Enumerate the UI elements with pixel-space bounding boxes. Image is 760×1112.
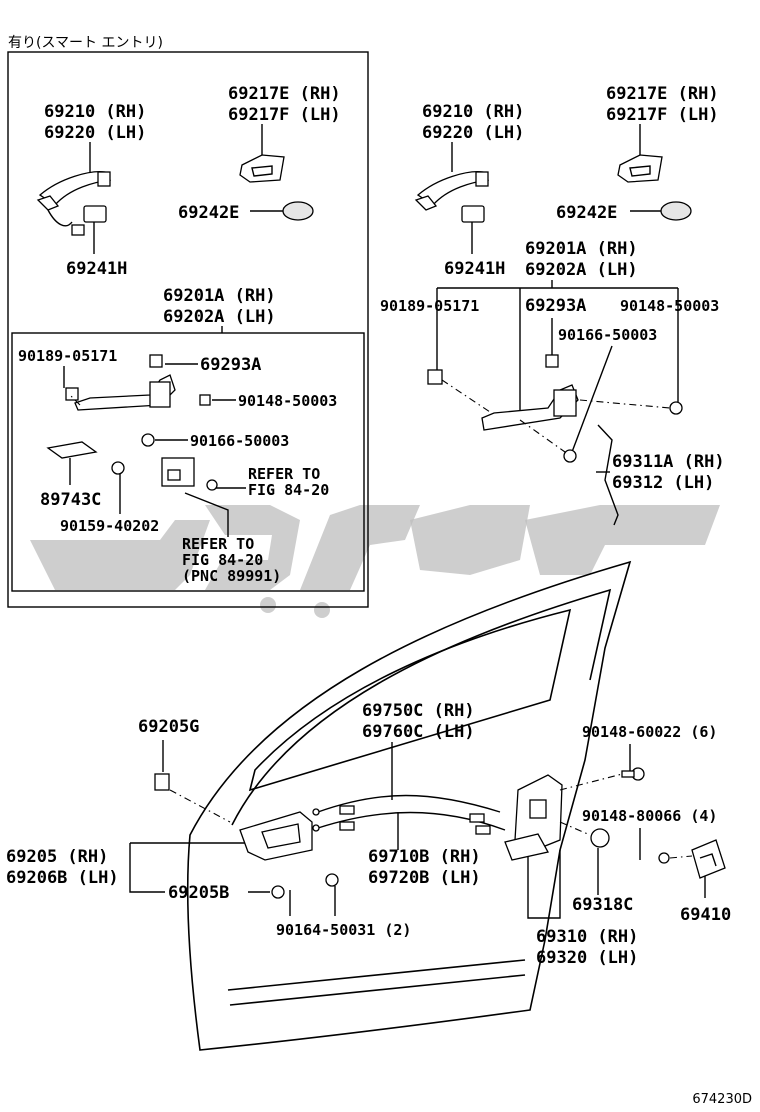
main-gasket-shape xyxy=(461,205,485,223)
inset-pad-shape xyxy=(282,201,314,221)
inset-label-refer1b: FIG 84-20 xyxy=(248,481,329,499)
main-label-frame-lh: 69202A (LH) xyxy=(525,260,638,280)
inset-label-gasket: 69241H xyxy=(66,259,127,279)
main-label-rod-lh: 69312 (LH) xyxy=(612,473,714,493)
main-leader-screw3 xyxy=(571,345,613,453)
main-lower-group: 69205G 69750C (RH) 69760C (LH) 90148-600… xyxy=(6,701,731,968)
door-outline xyxy=(186,560,632,1051)
main-label-screw2: 90148-50003 xyxy=(620,297,719,315)
main-label-lock-rh: 69310 (RH) xyxy=(536,927,638,947)
main-label-pad: 69242E xyxy=(556,203,617,223)
main-label-screw3: 90166-50003 xyxy=(558,326,657,344)
inset-label-refer1a: REFER TO xyxy=(248,465,320,483)
main-label-cover-lh: 69217F (LH) xyxy=(606,105,719,125)
main-label-screw2x: 90164-50031 (2) xyxy=(276,921,411,939)
main-label-striker: 69410 xyxy=(680,905,731,925)
main-label-handle-lh: 69220 (LH) xyxy=(422,123,524,143)
inset-label-frame-part: 69293A xyxy=(200,355,261,375)
inset-label-bracket: 89743C xyxy=(40,490,101,510)
main-pad-shape xyxy=(660,201,692,221)
main-label-inside-handle-rh: 69205 (RH) xyxy=(6,847,108,867)
inset-frame xyxy=(7,51,369,608)
inset-label-refer2a: REFER TO xyxy=(182,535,254,553)
main-label-lock-lh: 69320 (LH) xyxy=(536,948,638,968)
inset-handle-gasket xyxy=(71,205,107,236)
inset-label-refer2c: (PNC 89991) xyxy=(182,567,281,585)
main-label-cover-rh: 69217E (RH) xyxy=(606,84,719,104)
main-label-cable-rh: 69750C (RH) xyxy=(362,701,475,721)
inset-label-cover-rh: 69217E (RH) xyxy=(228,84,341,104)
main-striker-shape xyxy=(658,839,726,879)
main-label-bezel: 69205B xyxy=(168,883,229,903)
main-label-cable-lh: 69760C (LH) xyxy=(362,722,475,742)
variant-note: 有り(スマート エントリ) xyxy=(8,35,163,51)
main-handle-cover xyxy=(617,154,663,183)
main-label-cable2-rh: 69710B (RH) xyxy=(368,847,481,867)
main-upper-group: 69210 (RH) 69220 (LH) 69217E (RH) 69217F… xyxy=(380,84,725,526)
main-clip-shape xyxy=(154,773,231,823)
main-label-frame-part: 69293A xyxy=(525,296,586,316)
main-label-frame-rh: 69201A (RH) xyxy=(525,239,638,259)
main-grommet-shape xyxy=(590,828,610,848)
main-leader-inside-bracket xyxy=(129,843,165,893)
inset-label-frame-lh: 69202A (LH) xyxy=(163,307,276,327)
inset-label-pad: 69242E xyxy=(178,203,239,223)
inset-leader-refer2 xyxy=(184,492,229,537)
watermark-logo xyxy=(30,505,720,618)
main-outside-handle xyxy=(414,171,490,211)
inset-label-handle-lh: 69220 (LH) xyxy=(44,123,146,143)
main-label-inside-handle-lh: 69206B (LH) xyxy=(6,868,119,888)
main-label-gasket: 69241H xyxy=(444,259,505,279)
main-label-screw1: 90189-05171 xyxy=(380,297,479,315)
main-label-rod-rh: 69311A (RH) xyxy=(612,452,725,472)
main-label-grommet: 69318C xyxy=(572,895,633,915)
main-lock-assembly xyxy=(504,771,631,861)
main-label-cable2-lh: 69720B (LH) xyxy=(368,868,481,888)
inset-handle-cover xyxy=(239,154,285,183)
inset-box: 69210 (RH) 69220 (LH) 69217E (RH) 69217F… xyxy=(7,51,369,608)
inset-frame-assembly xyxy=(65,354,211,447)
main-frame-assembly xyxy=(427,354,683,463)
inset-label-screw1: 90189-05171 xyxy=(18,347,117,365)
inset-label-screw3: 90166-50003 xyxy=(190,432,289,450)
inset-subframe xyxy=(11,332,365,592)
inset-label-frame-rh: 69201A (RH) xyxy=(163,286,276,306)
main-inside-handle xyxy=(239,811,339,899)
inset-outside-handle xyxy=(36,171,112,227)
inset-label-screw4: 90159-40202 xyxy=(60,517,159,535)
main-label-bolt6: 90148-60022 (6) xyxy=(582,723,717,741)
main-leader-lock xyxy=(527,850,561,919)
figure-code: 674230D xyxy=(692,1092,752,1107)
main-rod-shape xyxy=(597,424,619,526)
inset-sensor-unit xyxy=(161,457,218,491)
inset-label-refer2b: FIG 84-20 xyxy=(182,551,263,569)
main-label-clip: 69205G xyxy=(138,717,199,737)
inset-label-cover-lh: 69217F (LH) xyxy=(228,105,341,125)
main-label-handle-rh: 69210 (RH) xyxy=(422,102,524,122)
main-bolt6-shape xyxy=(621,767,645,781)
main-cables xyxy=(312,794,506,835)
inset-bracket-shape xyxy=(46,441,125,475)
inset-label-screw2: 90148-50003 xyxy=(238,392,337,410)
main-label-bolt4: 90148-80066 (4) xyxy=(582,807,717,825)
inset-label-handle-rh: 69210 (RH) xyxy=(44,102,146,122)
